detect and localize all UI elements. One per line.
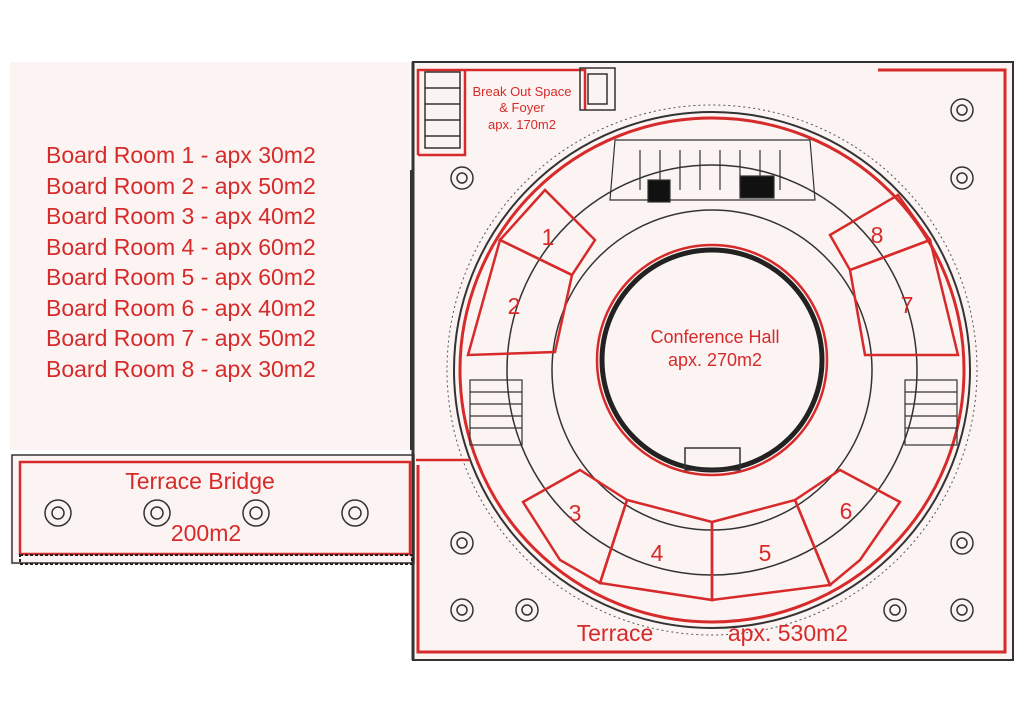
room-number-1: 1 <box>541 224 555 250</box>
left-panel-background <box>10 62 410 450</box>
conference-hall <box>595 243 829 477</box>
ring-stairs <box>469 379 958 446</box>
room-number-7: 7 <box>900 292 914 318</box>
terrace-area-label: apx. 530m2 <box>727 620 849 646</box>
west-corridor <box>410 170 470 462</box>
bridge-background <box>10 455 415 565</box>
terrace-outline <box>416 68 1007 654</box>
room-number-8: 8 <box>870 222 884 248</box>
board-room-walls <box>466 188 960 602</box>
breakout-label-line1: Break Out Space <box>472 84 572 99</box>
legend-item-board-room-4: Board Room 4 - apx 60m2 <box>46 233 316 260</box>
terrace-bridge-label: Terrace Bridge <box>125 468 275 494</box>
outer-ring <box>446 104 978 636</box>
stair-block <box>424 67 616 149</box>
room-number-4: 4 <box>650 540 664 566</box>
legend-item-board-room-7: Board Room 7 - apx 50m2 <box>46 325 316 351</box>
room-number-3: 3 <box>568 500 582 526</box>
conference-hall-area-label: apx. 270m2 <box>667 350 763 370</box>
terrace-label: Terrace <box>576 620 654 646</box>
breakout-area-label: apx. 170m2 <box>488 117 556 132</box>
service-core <box>609 139 816 203</box>
legend-item-board-room-8: Board Room 8 - apx 30m2 <box>46 355 316 382</box>
room-number-6: 6 <box>839 498 853 524</box>
legend-item-board-room-5: Board Room 5 - apx 60m2 <box>46 264 316 290</box>
legend-item-board-room-6: Board Room 6 - apx 40m2 <box>46 294 316 321</box>
legend-item-board-room-2: Board Room 2 - apx 50m2 <box>46 172 316 199</box>
breakout-label-line2: & Foyer <box>499 100 545 115</box>
legend-item-board-room-3: Board Room 3 - apx 40m2 <box>46 203 316 229</box>
terrace-bridge-area-label: 200m2 <box>170 520 242 546</box>
room-number-2: 2 <box>507 293 521 319</box>
room-number-5: 5 <box>758 540 772 566</box>
conference-hall-label: Conference Hall <box>650 327 780 347</box>
board-room-legend: Board Room 1 - apx 30m2 Board Room 2 - a… <box>46 140 376 384</box>
terrace-bridge <box>11 454 415 565</box>
legend-item-board-room-1: Board Room 1 - apx 30m2 <box>46 142 316 168</box>
planters <box>44 98 974 622</box>
breakout-outline <box>416 68 587 157</box>
